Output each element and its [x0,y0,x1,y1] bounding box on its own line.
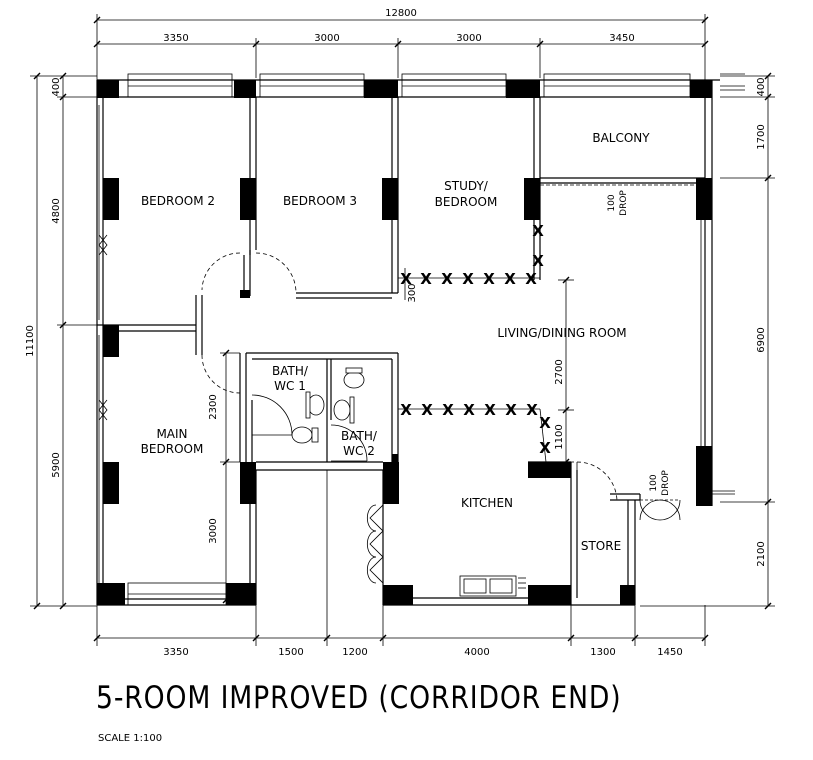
dim-right-seg: 400 [756,77,767,96]
drop-top-value: 100 [607,194,617,211]
x-marker: X [421,401,433,419]
dim-bottom-seg: 1200 [342,647,367,658]
x-marker: X [442,401,454,419]
dim-inner-3000: 3000 [208,518,219,543]
drop-bottom-value: 100 [649,474,659,491]
dim-bottom-seg: 1500 [278,647,303,658]
dim-bottom-seg: 4000 [464,647,489,658]
dim-top-seg: 3000 [456,33,481,44]
dim-bottom-seg: 1450 [657,647,682,658]
x-marker: X [504,270,516,288]
dim-left-seg: 400 [51,77,62,96]
label-bedroom-2: BEDROOM 2 [141,194,215,208]
x-marker: X [532,252,544,270]
dim-bottom-seg: 3350 [163,647,188,658]
structural-columns [97,80,712,605]
dim-right-seg: 2100 [756,541,767,566]
dim-inner-300: 300 [407,283,418,302]
doors [98,184,705,584]
x-marker: X [420,270,432,288]
label-bath-2-line1: BATH/ [341,429,378,443]
label-store: STORE [581,539,621,553]
dim-inner-2700: 2700 [554,359,565,384]
label-living-dining: LIVING/DINING ROOM [497,326,626,340]
label-main-bedroom-line2: BEDROOM [141,442,204,456]
dim-top-seg: 3000 [314,33,339,44]
x-marker: X [539,439,551,457]
x-marker: X [462,270,474,288]
dim-left-overall: 11100 [25,325,36,357]
dim-left-seg: 5900 [51,452,62,477]
drop-labels: 100 DROP 100 DROP [607,190,671,496]
x-marker: X [463,401,475,419]
plan-title: 5-ROOM IMPROVED (CORRIDOR END) [96,680,622,716]
dimension-text: 12800 3350 3000 3000 3450 3350 1500 1200… [25,8,767,658]
drop-top-label: DROP [619,190,629,216]
label-study-line2: BEDROOM [435,195,498,209]
room-labels: BEDROOM 2 BEDROOM 3 STUDY/ BEDROOM BALCO… [141,131,651,553]
removable-wall-markers: X X X X X X X X X X X X X X X X X X [400,222,551,457]
label-study-line1: STUDY/ [444,179,489,193]
x-marker: X [483,270,495,288]
label-balcony: BALCONY [592,131,650,145]
plan-scale: SCALE 1:100 [98,733,163,744]
x-marker: X [526,401,538,419]
x-marker: X [525,270,537,288]
windows [98,73,745,606]
basin-2 [333,399,351,421]
fixtures [291,367,526,597]
x-marker: X [400,401,412,419]
label-bath-1-line1: BATH/ [272,364,309,378]
label-bath-2-line2: WC 2 [343,444,375,458]
drop-bottom-label: DROP [661,470,671,496]
dim-right-seg: 6900 [756,327,767,352]
x-marker: X [484,401,496,419]
label-bedroom-3: BEDROOM 3 [283,194,357,208]
dim-top-seg: 3450 [609,33,634,44]
x-marker: X [400,270,412,288]
dim-inner-1100: 1100 [554,424,565,449]
walls [96,79,720,606]
toilet-1 [291,426,313,444]
dim-top-overall: 12800 [385,8,417,19]
x-marker: X [505,401,517,419]
dimension-lines [30,14,775,646]
dim-top-seg: 3350 [163,33,188,44]
x-marker: X [532,222,544,240]
dim-left-seg: 4800 [51,198,62,223]
dim-inner-2300: 2300 [208,394,219,419]
removable-wall-lines [398,277,547,463]
label-bath-1-line2: WC 1 [274,379,306,393]
label-main-bedroom-line1: MAIN [156,427,187,441]
x-marker: X [441,270,453,288]
dim-right-seg: 1700 [756,124,767,149]
dim-bottom-seg: 1300 [590,647,615,658]
toilet-2 [343,371,365,389]
label-kitchen: KITCHEN [461,496,513,510]
